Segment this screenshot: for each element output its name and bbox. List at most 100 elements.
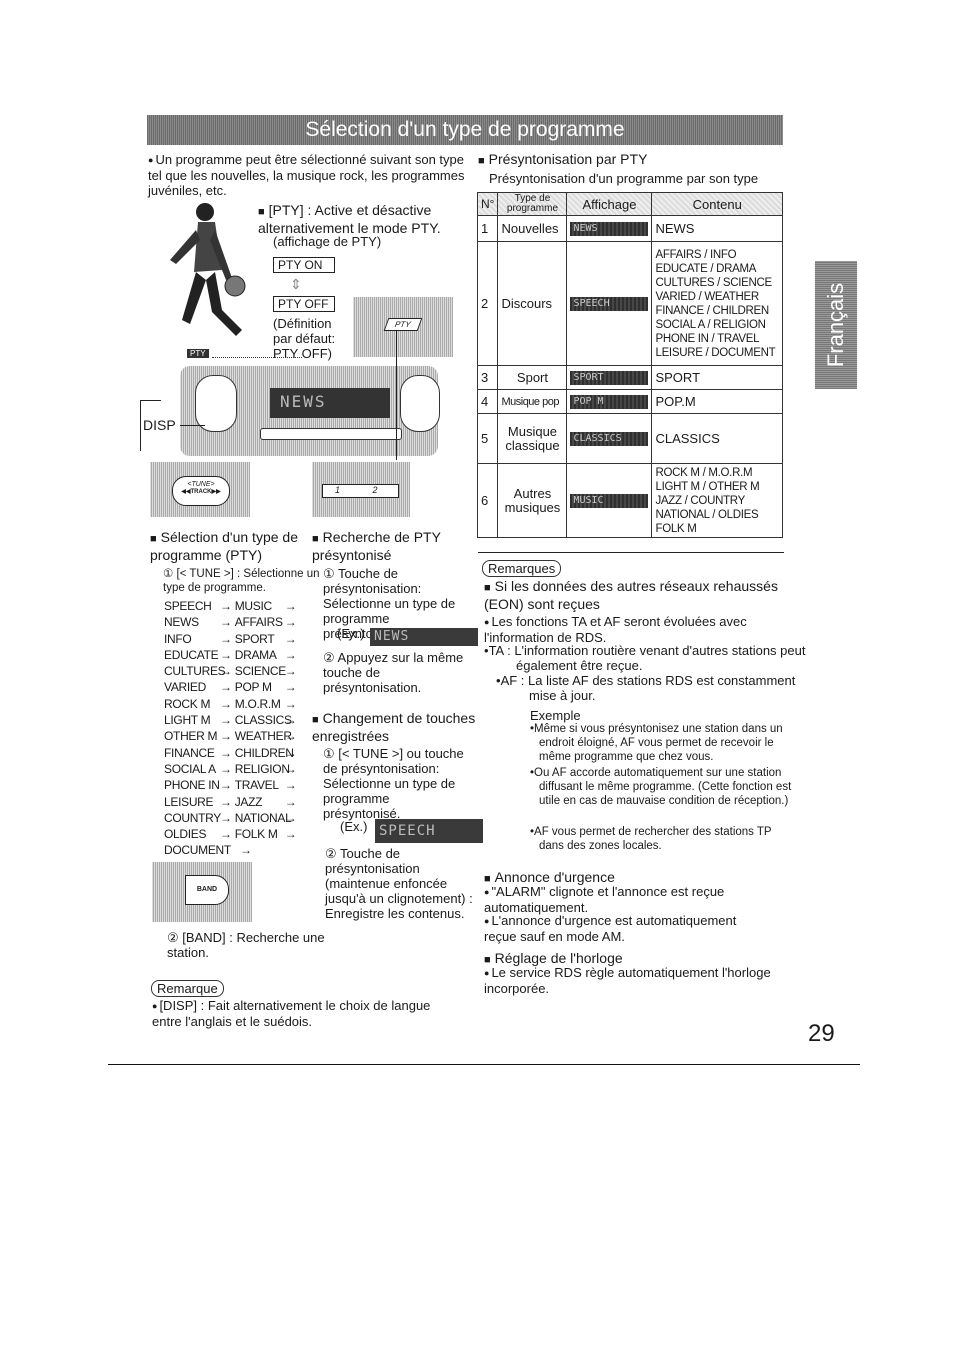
row-lcd: CLASSICS: [570, 431, 649, 446]
pty-cycle-row: ROCK M→ M.O.R.M→: [164, 696, 297, 711]
search-ex-label: (Ex.): [337, 626, 365, 641]
eon-af-text: AF : La liste AF des stations RDS est co…: [500, 673, 796, 703]
change-ex-lcd: SPEECH: [375, 819, 483, 843]
pty-heading: [PTY] : Active et désactive alternativem…: [258, 202, 473, 236]
row-content: POP.M: [651, 389, 783, 414]
footer-rule: [108, 1064, 860, 1065]
pty-callout-line: [212, 357, 302, 358]
row-display: NEWS: [566, 215, 653, 242]
tune-button[interactable]: <TUNE> ◀◀TRACK▶▶: [172, 476, 230, 506]
pty-cycle-row: LEISURE→ JAZZ→: [164, 794, 297, 809]
preset-sub: Présyntonisation d'un programme par son …: [489, 171, 759, 186]
table-row: 2 Discours SPEECH AFFAIRS / INFO EDUCATE…: [476, 241, 783, 366]
page-number: 29: [808, 1020, 835, 1047]
col-header-display: Affichage: [566, 192, 653, 216]
alarm-p1: "ALARM" clignote et l'annonce est reçue …: [484, 884, 754, 915]
selection-heading: Sélection d'un type de programme (PTY): [150, 529, 310, 563]
eon-ta-text: TA : L'information routière venant d'aut…: [488, 643, 806, 673]
pty-cycle-row: EDUCATE→ DRAMA→: [164, 647, 297, 662]
pty-cycle-row: DOCUMENT→: [164, 843, 252, 858]
eon-ta: •TA : L'information routière venant d'au…: [484, 643, 806, 673]
row-number: 6: [476, 463, 499, 538]
pty-cycle-row: CULTURES→ SCIENCE→: [164, 664, 297, 679]
row-type: Autres musiques: [497, 463, 568, 538]
row-lcd: MUSIC: [570, 493, 649, 508]
example-label: Exemple: [530, 708, 581, 723]
example-2-text: Ou AF accorde automatiquement sur une st…: [534, 767, 792, 807]
clock-heading: Réglage de l'horloge: [484, 950, 623, 968]
table-row: 1 Nouvelles NEWS NEWS: [476, 215, 783, 242]
col-header-type: Type de programme: [497, 192, 568, 216]
tune-label: <TUNE>: [187, 481, 215, 488]
remarks-label: Remarques: [482, 560, 562, 577]
pty-cycle-row: SOCIAL A→ RELIGION→: [164, 761, 297, 776]
pty-cycle-row: COUNTRY→ NATIONAL→: [164, 810, 297, 825]
example-1-text: Même si vous présyntonisez une station d…: [534, 723, 783, 763]
row-content: SPORT: [651, 365, 783, 390]
row-content: AFFAIRS / INFO EDUCATE / DRAMA CULTURES …: [651, 241, 783, 366]
table-row: 4 Musique pop POP M POP.M: [476, 389, 783, 414]
table-divider: [478, 552, 784, 553]
pty-on-label: PTY ON: [273, 257, 335, 273]
table-row: 5 Musique classique CLASSICS CLASSICS: [476, 413, 783, 464]
row-content: ROCK M / M.O.R.M LIGHT M / OTHER M JAZZ …: [651, 463, 783, 538]
band-button[interactable]: BAND: [185, 875, 229, 905]
row-number: 3: [476, 365, 499, 390]
clock-p1: Le service RDS règle automatiquement l'h…: [484, 965, 784, 996]
search-step2: ② Appuyez sur la même touche de présynto…: [323, 650, 464, 695]
table-row: 3 Sport SPORT SPORT: [476, 365, 783, 390]
pty-cycle-row: VARIED→ POP M→: [164, 680, 297, 695]
pty-cycle-row: INFO→ SPORT→: [164, 631, 297, 646]
basketball-player-illustration: [170, 203, 246, 336]
col-header-number: N°: [476, 192, 499, 216]
pty-button-callout: PTY: [187, 349, 209, 358]
change-step1: ① [< TUNE >] ou touche de présyntonisati…: [323, 746, 464, 821]
preset-heading: Présyntonisation par PTY: [478, 151, 648, 169]
example-3-text: AF vous permet de rechercher des station…: [534, 826, 772, 852]
row-content: NEWS: [651, 215, 783, 242]
page-title: Sélection d'un type de programme: [147, 115, 783, 145]
row-type: Discours: [497, 241, 568, 366]
example-1: •Même si vous présyntonisez une station …: [530, 723, 783, 763]
row-number: 2: [476, 241, 499, 366]
preset-1-label: 1: [335, 485, 341, 495]
example-3: •AF vous permet de rechercher des statio…: [530, 826, 772, 852]
row-number: 1: [476, 215, 499, 242]
remark-label: Remarque: [151, 980, 224, 997]
pty-key[interactable]: PTY: [383, 318, 422, 331]
disp-bracket: [140, 400, 161, 451]
example-2: •Ou AF accorde automatiquement sur une s…: [530, 767, 792, 807]
disp-line: [180, 425, 205, 426]
language-tab: Français: [815, 261, 857, 389]
eon-heading: Si les données des autres réseaux rehaus…: [484, 578, 804, 612]
row-display: SPEECH: [566, 241, 653, 366]
row-lcd: SPEECH: [570, 296, 649, 311]
col-header-content: Contenu: [651, 192, 783, 216]
eon-af: •AF : La liste AF des stations RDS est c…: [496, 673, 796, 703]
selection-step1: ① [< TUNE >] : Sélectionne un type de pr…: [163, 568, 320, 594]
row-content: CLASSICS: [651, 413, 783, 464]
pty-default-note: (Définition par défaut: PTY OFF): [273, 316, 336, 361]
pty-cycle-row: PHONE IN→ TRAVEL→: [164, 778, 297, 793]
alarm-p2: L'annonce d'urgence est automatiquement …: [484, 913, 764, 944]
pty-cycle-row: LIGHT M→ CLASSICS→: [164, 713, 297, 728]
change-ex-label: (Ex.): [340, 819, 368, 834]
pty-cycle-list: SPEECH→ MUSIC→ NEWS→ AFFAIRS→ INFO→ SPOR…: [164, 598, 314, 859]
pty-cycle-row: OLDIES→ FOLK M→: [164, 827, 297, 842]
row-number: 4: [476, 389, 499, 414]
disp-label: DISP: [143, 417, 176, 433]
alarm-heading: Annonce d'urgence: [484, 869, 615, 887]
preset-buttons[interactable]: 1 2: [322, 484, 399, 498]
change-heading: Changement de touches enregistrées: [312, 710, 482, 744]
eon-p1: Les fonctions TA et AF seront évoluées a…: [484, 614, 784, 645]
change-step2: ② Touche de présyntonisation (maintenue …: [325, 846, 473, 921]
search-heading: Recherche de PTY présyntonisé: [312, 529, 467, 563]
row-number: 5: [476, 413, 499, 464]
row-type: Sport: [497, 365, 568, 390]
row-display: POP M: [566, 389, 653, 414]
track-label: ◀◀TRACK▶▶: [181, 489, 221, 495]
search-ex-lcd: NEWS: [370, 628, 478, 646]
table-row: 6 Autres musiques MUSIC ROCK M / M.O.R.M…: [476, 463, 783, 538]
row-display: CLASSICS: [566, 413, 653, 464]
preset-callout-line: [396, 330, 397, 460]
